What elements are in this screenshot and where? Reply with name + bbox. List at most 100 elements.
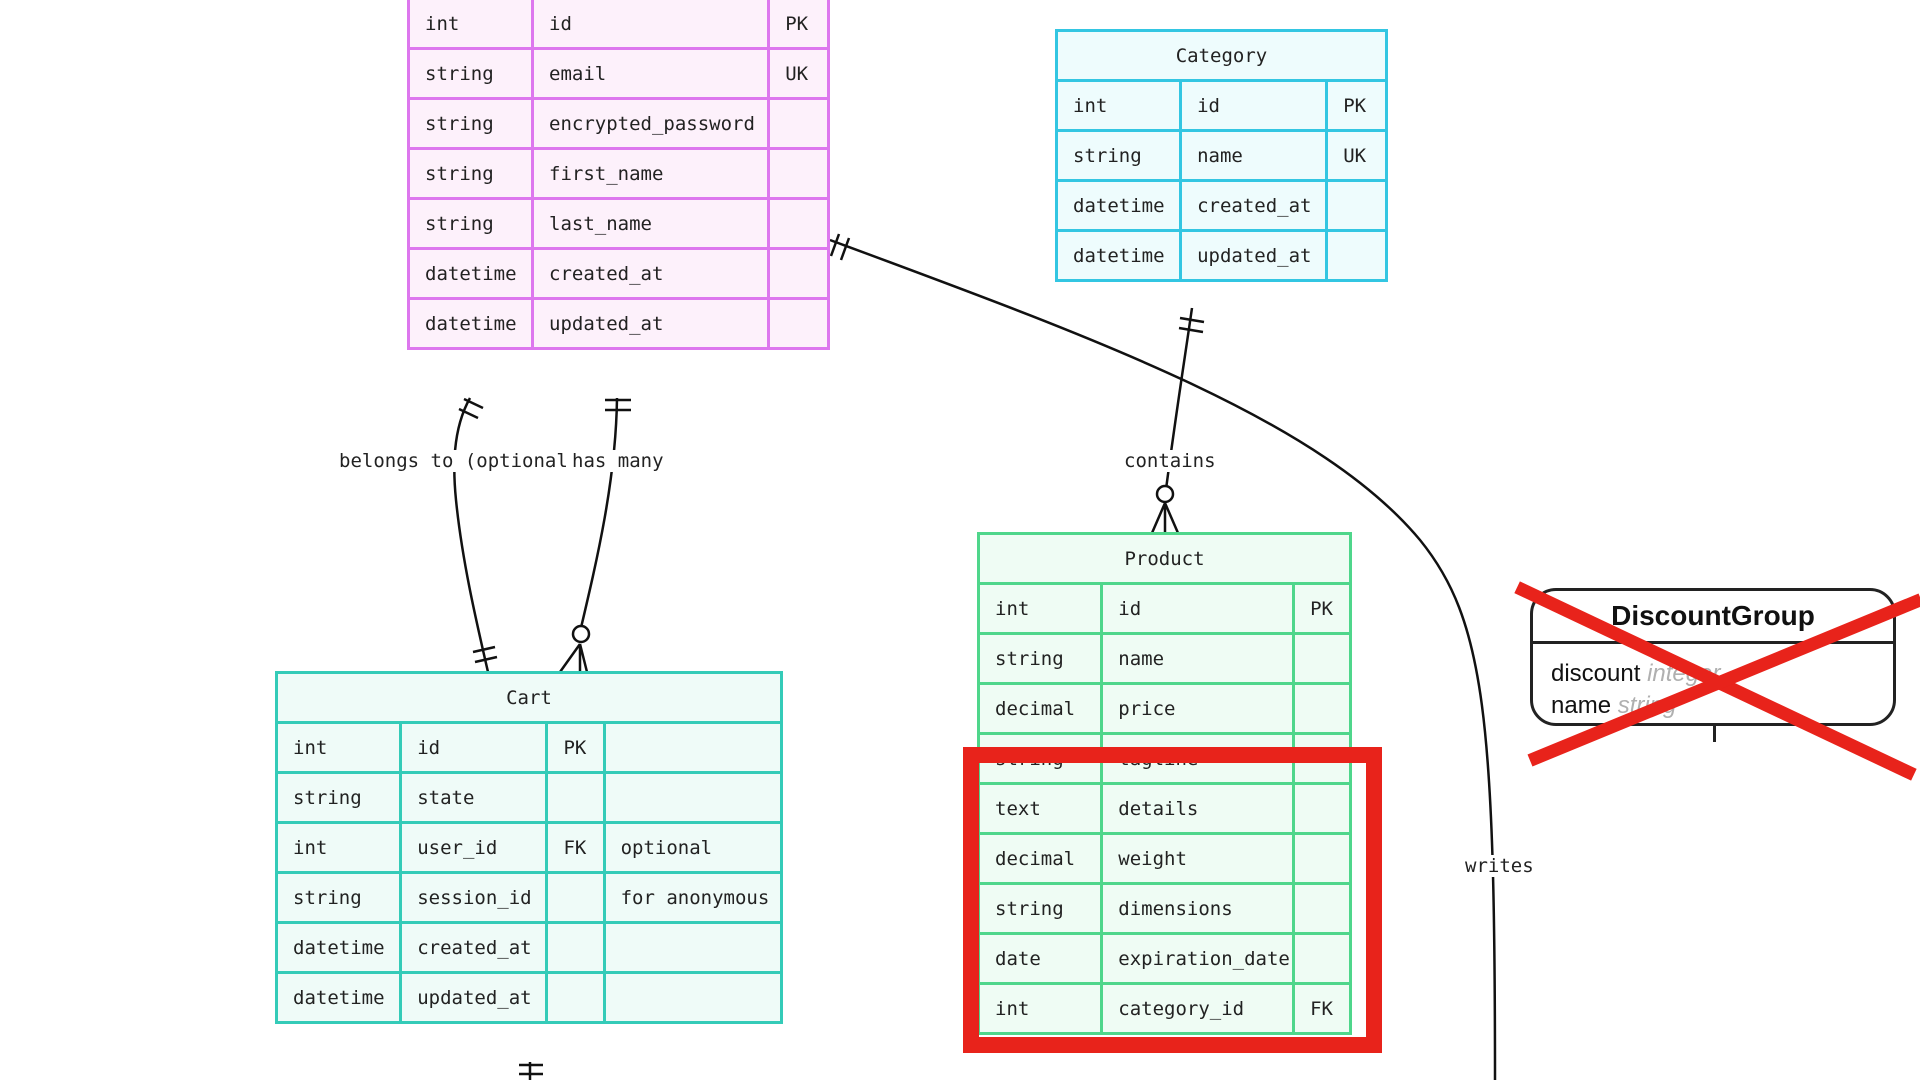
attribute-type: text — [976, 782, 1104, 835]
attribute-comment — [602, 771, 784, 824]
attribute-name: id — [531, 0, 771, 50]
cart-title: Cart — [275, 671, 783, 724]
attribute-type: int — [274, 821, 403, 874]
attribute-name: session_id — [399, 871, 549, 924]
attribute-type: date — [976, 932, 1104, 985]
attribute-comment: optional — [602, 821, 784, 874]
attribute-name: created_at — [1179, 179, 1329, 232]
attribute-key — [1292, 682, 1352, 735]
attribute-name: state — [399, 771, 549, 824]
attribute-type: string — [274, 771, 403, 824]
has-many-line — [578, 397, 619, 633]
attribute-key — [767, 147, 830, 200]
field-name: discount — [1551, 660, 1641, 687]
product-title: Product — [977, 532, 1352, 585]
attribute-key — [1325, 229, 1388, 282]
attribute-type: datetime — [1054, 179, 1183, 232]
attribute-type: int — [1054, 79, 1183, 132]
has-many-label: has many — [570, 450, 666, 472]
attribute-type: decimal — [976, 832, 1104, 885]
attribute-name: category_id — [1100, 982, 1296, 1035]
attribute-key: FK — [1292, 982, 1352, 1035]
contains-label: contains — [1122, 450, 1218, 472]
attribute-name: weight — [1100, 832, 1296, 885]
attribute-comment: for anonymous — [602, 871, 784, 924]
writes-line — [829, 238, 1497, 1080]
attribute-key: PK — [767, 0, 830, 50]
attribute-name: id — [399, 721, 549, 774]
attribute-type: int — [976, 582, 1104, 635]
attribute-key: PK — [545, 721, 606, 774]
attribute-key: PK — [1325, 79, 1388, 132]
attribute-key — [767, 247, 830, 300]
attribute-name: name — [1179, 129, 1329, 182]
attribute-type: string — [406, 47, 535, 100]
attribute-name: name — [1100, 632, 1296, 685]
attribute-type: datetime — [406, 297, 535, 350]
discount-group-connector — [1713, 726, 1716, 742]
attribute-comment — [602, 971, 784, 1024]
attribute-type: string — [406, 147, 535, 200]
attribute-type: string — [274, 871, 403, 924]
attribute-key: PK — [1292, 582, 1352, 635]
attribute-key: UK — [1325, 129, 1388, 182]
attribute-comment — [602, 921, 784, 974]
attribute-type: string — [406, 97, 535, 150]
attribute-type: decimal — [976, 682, 1104, 735]
attribute-key: FK — [545, 821, 606, 874]
attribute-key — [545, 871, 606, 924]
attribute-type: datetime — [406, 247, 535, 300]
attribute-type: datetime — [274, 921, 403, 974]
attribute-type: string — [1054, 129, 1183, 182]
attribute-key — [1292, 932, 1352, 985]
writes-label: writes — [1463, 855, 1536, 877]
attribute-type: datetime — [1054, 229, 1183, 282]
attribute-type: string — [406, 197, 535, 250]
attribute-name: updated_at — [399, 971, 549, 1024]
attribute-name: created_at — [399, 921, 549, 974]
attribute-key — [767, 97, 830, 150]
attribute-key — [767, 297, 830, 350]
attribute-key — [545, 771, 606, 824]
attribute-name: id — [1179, 79, 1329, 132]
attribute-name: dimensions — [1100, 882, 1296, 935]
attribute-key — [1292, 632, 1352, 685]
attribute-name: updated_at — [531, 297, 771, 350]
attribute-name: first_name — [531, 147, 771, 200]
attribute-key: UK — [767, 47, 830, 100]
belongs-to-line — [453, 397, 490, 673]
attribute-name: encrypted_password — [531, 97, 771, 150]
attribute-type: string — [976, 882, 1104, 935]
discount-group-entity: DiscountGroup discount integer name stri… — [1530, 588, 1896, 726]
attribute-key — [1292, 782, 1352, 835]
attribute-type: int — [976, 982, 1104, 1035]
attribute-name: id — [1100, 582, 1296, 635]
attribute-type: int — [274, 721, 403, 774]
attribute-key — [545, 971, 606, 1024]
